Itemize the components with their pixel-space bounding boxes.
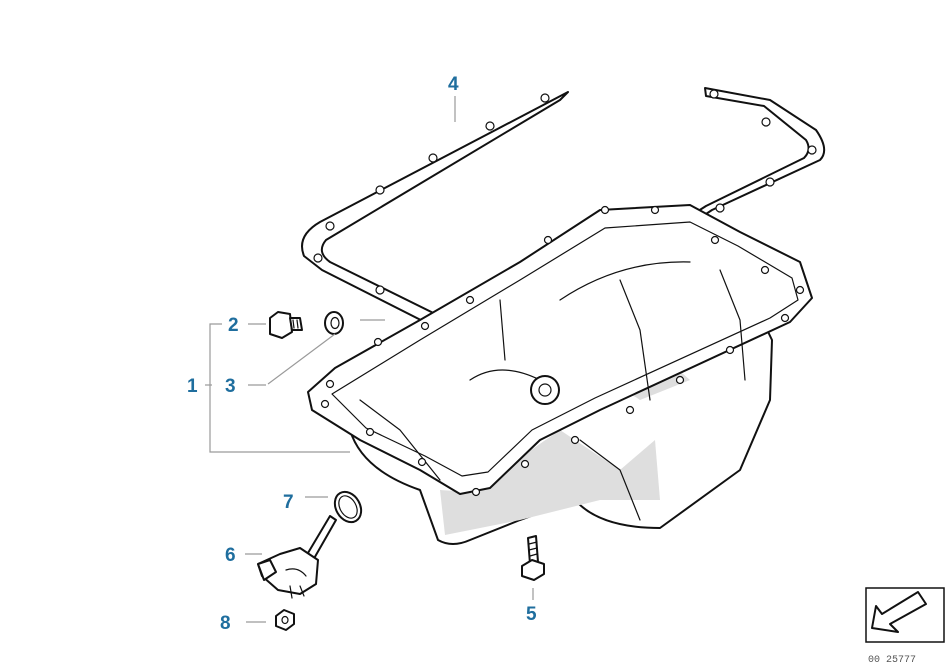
screw[interactable]	[521, 535, 545, 581]
sealing-ring[interactable]	[324, 311, 344, 335]
pan-bolt-holes	[320, 205, 805, 497]
callout-5[interactable]: 5	[526, 604, 537, 625]
nut[interactable]	[275, 609, 295, 631]
callout-2[interactable]: 2	[228, 315, 239, 336]
callout-4[interactable]: 4	[448, 74, 459, 95]
callout-1[interactable]: 1	[187, 376, 198, 397]
callout-7[interactable]: 7	[283, 492, 294, 513]
callout-8[interactable]: 8	[220, 613, 231, 634]
arrow-icon	[871, 591, 927, 633]
oil-pan[interactable]	[307, 204, 813, 545]
o-ring[interactable]	[330, 487, 367, 527]
oil-level-sensor[interactable]	[257, 515, 337, 599]
callout-6[interactable]: 6	[225, 545, 236, 566]
callout-3[interactable]: 3	[225, 376, 236, 397]
leader-lines	[205, 96, 534, 623]
nav-box[interactable]: 00 25777	[865, 587, 945, 665]
callouts: 1 2 3 4 5 6 7 8	[187, 74, 537, 634]
footer-ref: 00 25777	[868, 655, 916, 665]
drain-plug[interactable]	[269, 311, 303, 339]
